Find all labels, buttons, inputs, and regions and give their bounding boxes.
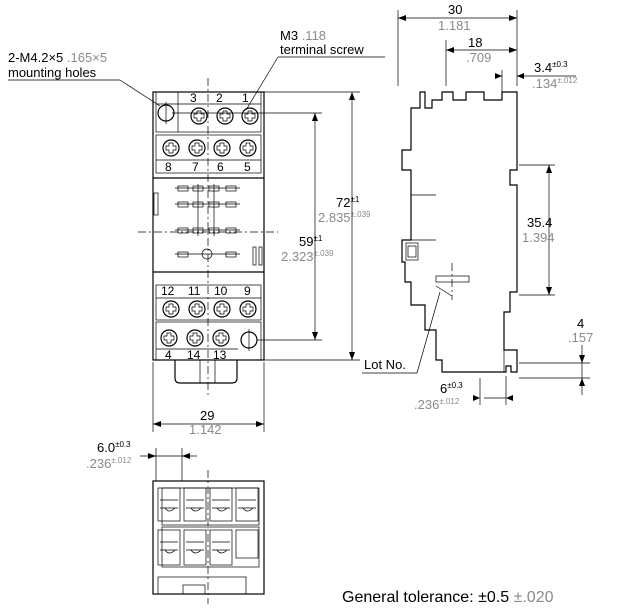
dimension-6-bottom: 6±0.3 .236±.012 xyxy=(414,376,513,412)
svg-text:3.4±0.3: 3.4±0.3 xyxy=(534,60,568,75)
mounting-holes-label: mounting holes xyxy=(8,65,97,80)
svg-text:1.181: 1.181 xyxy=(438,18,471,33)
mounting-hole-bottom xyxy=(240,329,258,351)
center-hole xyxy=(201,248,213,260)
svg-text:.236±.012: .236±.012 xyxy=(86,456,132,471)
terminal-number: 11 xyxy=(188,284,201,298)
bottom-view xyxy=(152,470,265,604)
dimension-6-0: 6.0±0.3 .236±.012 xyxy=(86,440,197,481)
svg-text:30: 30 xyxy=(448,2,462,17)
svg-text:1.142: 1.142 xyxy=(189,422,222,437)
terminal-number: 4 xyxy=(165,348,172,362)
svg-text:.157: .157 xyxy=(568,330,593,345)
terminal-screws-second xyxy=(162,139,257,157)
din-latch xyxy=(174,360,238,384)
svg-text:4: 4 xyxy=(577,316,584,331)
dimension-35-4: 35.4 1.394 xyxy=(519,164,555,296)
svg-text:72±1: 72±1 xyxy=(336,195,360,210)
svg-text:29: 29 xyxy=(200,408,214,423)
general-tolerance-note: General tolerance: ±0.5 ±.020 xyxy=(342,589,554,606)
terminal-number: 14 xyxy=(187,348,201,362)
terminal-number: 6 xyxy=(217,160,224,174)
svg-text:2-M4.2×5 .165×5: 2-M4.2×5 .165×5 xyxy=(8,50,107,65)
terminal-screws-top xyxy=(190,107,259,125)
svg-text:2.835±.039: 2.835±.039 xyxy=(318,210,371,225)
svg-text:1.394: 1.394 xyxy=(522,230,555,245)
socket-contacts xyxy=(175,184,240,258)
second-terminal-block xyxy=(155,134,262,174)
terminal-slots-lower xyxy=(157,529,259,566)
dimension-29: 29 1.142 xyxy=(152,362,265,437)
svg-text:59±1: 59±1 xyxy=(299,234,323,249)
terminal-screws-bottom xyxy=(160,329,230,347)
front-view: 3 2 1 8 7 6 5 12 11 10 9 4 14 13 xyxy=(138,78,278,398)
third-terminal-block xyxy=(155,284,262,321)
terminal-screws-third xyxy=(162,300,257,318)
lot-no-label: Lot No. xyxy=(364,357,406,372)
terminal-number: 12 xyxy=(161,284,175,298)
bottom-terminal-block xyxy=(155,321,262,361)
terminal-screw-label: terminal screw xyxy=(280,42,364,57)
svg-text:.236±.012: .236±.012 xyxy=(414,397,460,412)
svg-text:35.4: 35.4 xyxy=(527,215,552,230)
terminal-number: 7 xyxy=(192,160,199,174)
terminal-number: 8 xyxy=(165,160,172,174)
top-terminal-block xyxy=(155,91,262,133)
terminal-number: 9 xyxy=(244,284,251,298)
svg-text:6.0±0.3: 6.0±0.3 xyxy=(97,440,131,455)
dimension-3-4: 3.4±0.3 .134±.012 xyxy=(495,60,578,100)
side-body-outline xyxy=(401,91,518,373)
svg-text:M3 .118: M3 .118 xyxy=(280,28,326,43)
terminal-slots-upper xyxy=(157,487,259,522)
dimension-4: 4 .157 xyxy=(519,316,593,395)
terminal-number: 2 xyxy=(216,91,223,105)
terminal-number: 5 xyxy=(244,160,251,174)
terminal-screw-callout: M3 .118 terminal screw xyxy=(245,28,385,111)
svg-text:6±0.3: 6±0.3 xyxy=(440,381,463,396)
svg-text:2.323±.039: 2.323±.039 xyxy=(281,249,334,264)
terminal-number: 1 xyxy=(242,91,249,105)
dimension-72: 72±1 2.835±.039 xyxy=(264,91,371,361)
dimension-18: 18 .709 xyxy=(445,35,517,86)
lot-no-callout: Lot No. xyxy=(362,291,441,374)
mounting-hole-top xyxy=(157,102,175,124)
terminal-number: 10 xyxy=(214,284,228,298)
svg-text:18: 18 xyxy=(468,35,482,50)
mounting-holes-callout: 2-M4.2×5 .165×5 mounting holes xyxy=(8,50,161,107)
svg-text:.134±.012: .134±.012 xyxy=(532,76,578,91)
side-view xyxy=(401,91,518,373)
svg-text:.709: .709 xyxy=(466,50,491,65)
lot-number-marking xyxy=(435,275,470,283)
dimension-59: 59±1 2.323±.039 xyxy=(172,112,334,341)
dimension-30: 30 1.181 xyxy=(397,2,518,86)
terminal-number: 13 xyxy=(213,348,227,362)
terminal-number: 3 xyxy=(190,91,197,105)
